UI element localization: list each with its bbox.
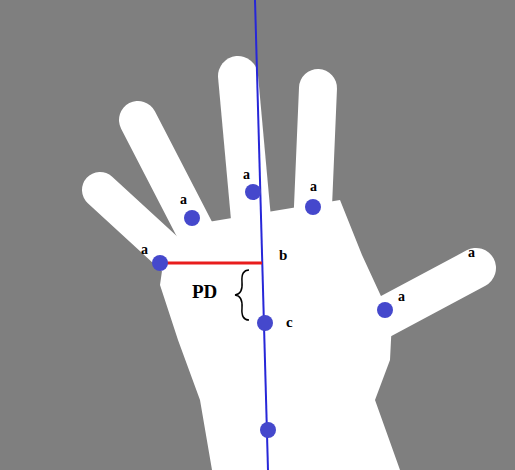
axis-line [255,0,268,470]
point-label: a [180,193,187,207]
brace [235,270,249,320]
point-label: a [141,243,148,257]
point-label: b [279,248,287,263]
point-label: c [286,315,293,330]
point-label: a [468,246,475,260]
distance-line [160,262,262,265]
point-label: a [398,290,405,304]
point-label: a [243,168,250,182]
point-label: a [310,180,317,194]
distance-label: PD [192,282,217,301]
hand-silhouette [100,76,476,470]
landmark-dots [152,184,393,438]
